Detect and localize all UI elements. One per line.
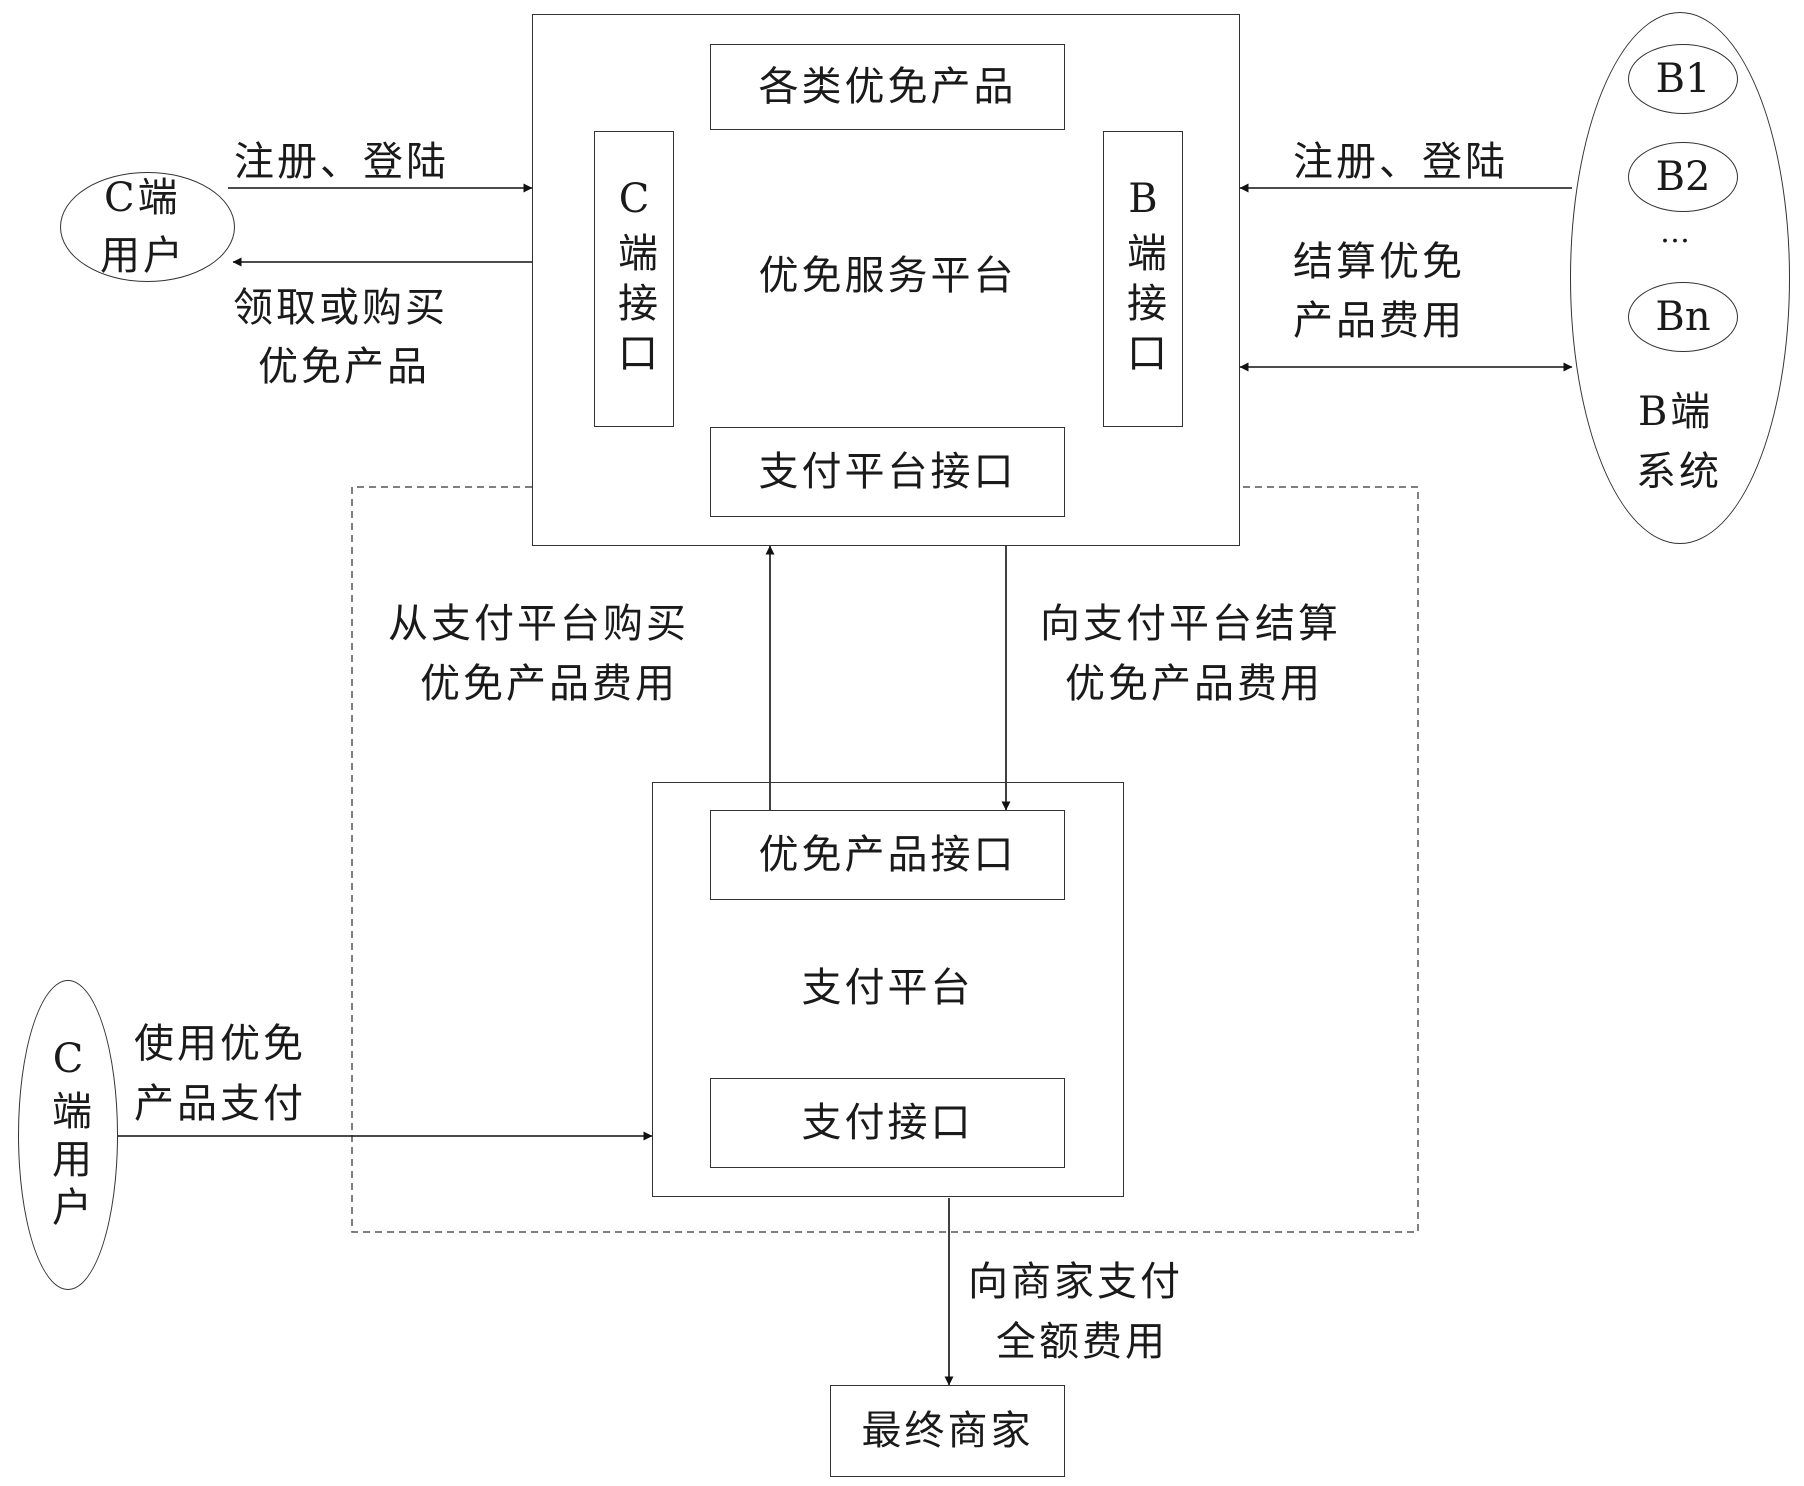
c-user-top-ellipse [60, 172, 235, 282]
service-platform-box [532, 14, 1240, 546]
b-system-label-line2: 系统 [1636, 449, 1722, 495]
settle-label-line1: 向支付平台结算 [1040, 601, 1341, 647]
c-user-bottom-label: C端用户 [45, 1036, 91, 1234]
pay-interface-label: 支付接口 [801, 1100, 974, 1146]
b-settle-label-line1: 结算优免 [1293, 239, 1465, 285]
pay-merchant-label-line2: 全额费用 [996, 1319, 1168, 1365]
b-node-ellipsis: … [1660, 215, 1693, 250]
products-label: 各类优免产品 [758, 64, 1017, 110]
b-system-label-line1: B端 [1638, 389, 1714, 435]
settle-label-line2: 优免产品费用 [1065, 661, 1323, 707]
platform-pay-interface-label: 支付平台接口 [758, 449, 1017, 495]
b-interface-label: B端接口 [1120, 176, 1166, 382]
c-interface-box: C端接口 [594, 131, 674, 427]
b-interface-box: B端接口 [1103, 131, 1183, 427]
products-box: 各类优免产品 [710, 44, 1065, 130]
b-node-1: B1 [1628, 44, 1738, 114]
buy-label-line1: 从支付平台购买 [388, 601, 689, 647]
c-register-label: 注册、登陆 [234, 139, 449, 185]
product-interface-box: 优免产品接口 [710, 810, 1065, 900]
use-label-line1: 使用优免 [134, 1021, 306, 1067]
platform-title: 优免服务平台 [758, 253, 1017, 299]
product-interface-label: 优免产品接口 [758, 832, 1017, 878]
payment-platform-title: 支付平台 [801, 965, 974, 1011]
buy-label-line2: 优免产品费用 [420, 661, 678, 707]
c-user-bottom-ellipse: C端用户 [18, 980, 118, 1290]
merchant-box: 最终商家 [830, 1385, 1065, 1477]
b-node-2: B2 [1628, 142, 1738, 212]
c-receive-label-line1: 领取或购买 [233, 285, 448, 331]
use-label-line2: 产品支付 [134, 1081, 306, 1127]
b-node-n: Bn [1628, 282, 1738, 352]
b-settle-label-line2: 产品费用 [1293, 298, 1465, 344]
pay-merchant-label-line1: 向商家支付 [968, 1259, 1183, 1305]
platform-pay-interface-box: 支付平台接口 [710, 427, 1065, 517]
c-user-top-line2: 用户 [100, 233, 186, 279]
dashed-boundary [351, 486, 1419, 1233]
c-interface-label: C端接口 [611, 176, 657, 382]
payment-platform-box [652, 782, 1124, 1197]
c-user-top-line1: C端 [104, 175, 181, 221]
merchant-label: 最终商家 [861, 1408, 1034, 1454]
pay-interface-box: 支付接口 [710, 1078, 1065, 1168]
b-register-label: 注册、登陆 [1293, 139, 1508, 185]
c-receive-label-line2: 优免产品 [258, 344, 430, 390]
